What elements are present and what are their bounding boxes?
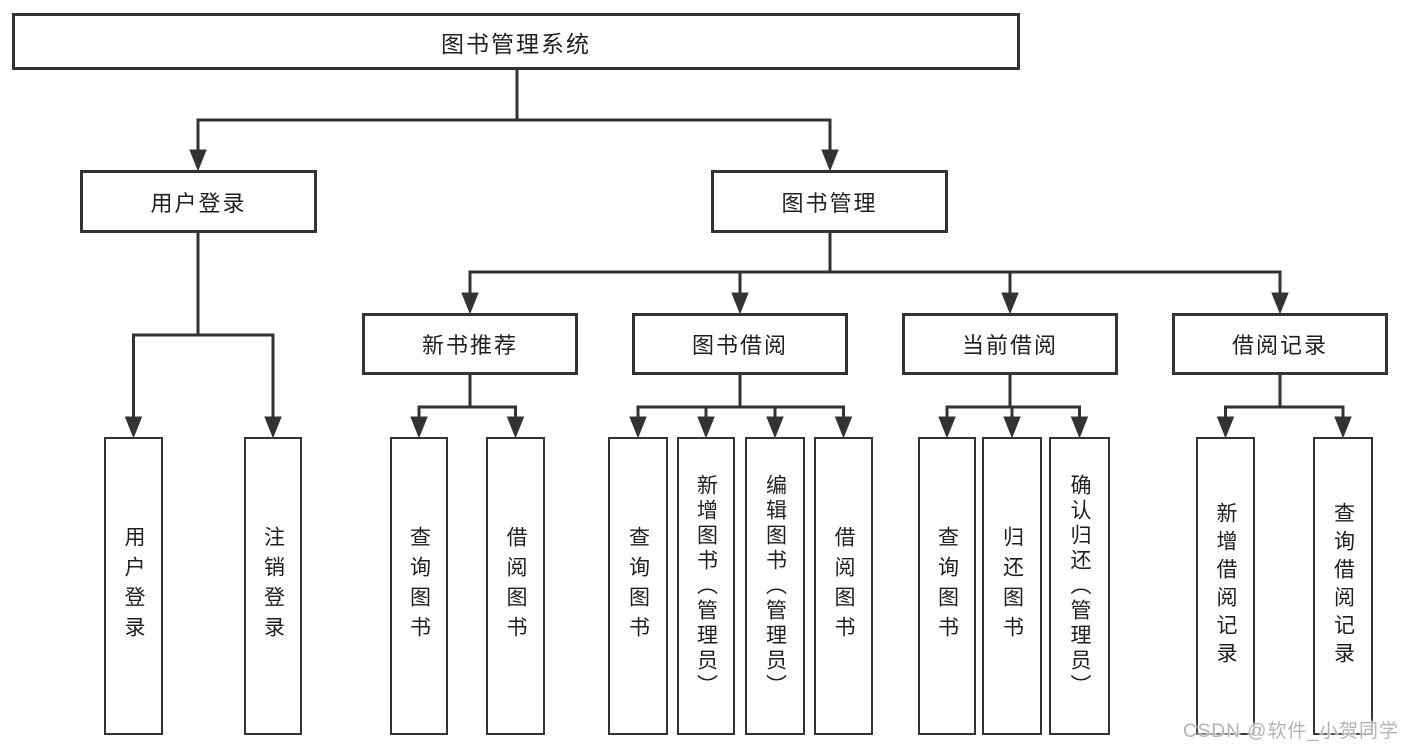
leaf-current-confirm-return-admin: 确认归还（管理员）: [1049, 437, 1110, 735]
watermark: CSDN @软件_小贺同学: [1183, 721, 1399, 742]
leaf-current-query-books: 查询图书: [918, 437, 976, 735]
leaf-recommend-borrow-books: 借阅图书: [486, 437, 545, 735]
leaf-borrowing-query-books: 查询图书: [608, 437, 668, 735]
connector-borrow-record-children: [1216, 375, 1352, 439]
node-label: 用户登录: [122, 526, 145, 646]
node-borrowing-records: 借阅记录: [1172, 313, 1388, 375]
node-label: 图书借阅: [691, 333, 788, 358]
connector-book-borrow-children: [629, 375, 853, 439]
node-label: 用户登录: [150, 190, 247, 216]
node-current-borrowing: 当前借阅: [902, 313, 1118, 375]
connector-book-mgmt-children: [461, 233, 1289, 315]
node-label: 查询图书: [935, 526, 959, 646]
node-label: 借阅图书: [504, 526, 527, 646]
leaf-borrowing-add-books-admin: 新增图书（管理员）: [677, 437, 735, 735]
node-label: 查询借阅记录: [1331, 502, 1355, 670]
node-book-management: 图书管理: [711, 170, 948, 233]
node-label: 当前借阅: [961, 333, 1058, 358]
connector-current-borrow-children: [938, 375, 1089, 439]
connector-user-login-children: [124, 233, 282, 439]
leaf-logout-login: 注销登录: [244, 437, 302, 735]
node-library-management-system: 图书管理系统: [12, 13, 1020, 70]
node-label: 查询图书: [407, 526, 431, 646]
leaf-recommend-query-books: 查询图书: [390, 437, 448, 735]
node-label: 确认归还（管理员）: [1068, 473, 1091, 699]
node-label: 新书推荐: [421, 333, 518, 358]
node-label: 新增图书（管理员）: [694, 473, 718, 699]
node-user-login: 用户登录: [80, 170, 317, 233]
node-new-book-recommend: 新书推荐: [362, 313, 578, 375]
node-label: 编辑图书（管理员）: [763, 473, 787, 699]
node-label: 归还图书: [1000, 526, 1024, 646]
connector-root-to-level2: [189, 70, 839, 172]
node-label: 图书管理系统: [441, 30, 591, 57]
node-label: 查询图书: [626, 526, 650, 646]
node-label: 注销登录: [261, 526, 285, 646]
node-book-borrowing: 图书借阅: [632, 313, 848, 375]
leaf-borrowing-borrow-books: 借阅图书: [814, 437, 873, 735]
node-label: 图书管理: [781, 190, 878, 216]
leaf-records-add-record: 新增借阅记录: [1196, 437, 1255, 735]
leaf-records-query-record: 查询借阅记录: [1313, 437, 1373, 735]
node-label: 借阅图书: [832, 526, 855, 646]
node-label: 新增借阅记录: [1214, 502, 1237, 670]
leaf-borrowing-edit-books-admin: 编辑图书（管理员）: [745, 437, 805, 735]
connector-new-book-rec-children: [410, 375, 525, 439]
leaf-user-login: 用户登录: [104, 437, 163, 735]
node-label: 借阅记录: [1231, 333, 1328, 358]
leaf-current-return-books: 归还图书: [982, 437, 1042, 735]
